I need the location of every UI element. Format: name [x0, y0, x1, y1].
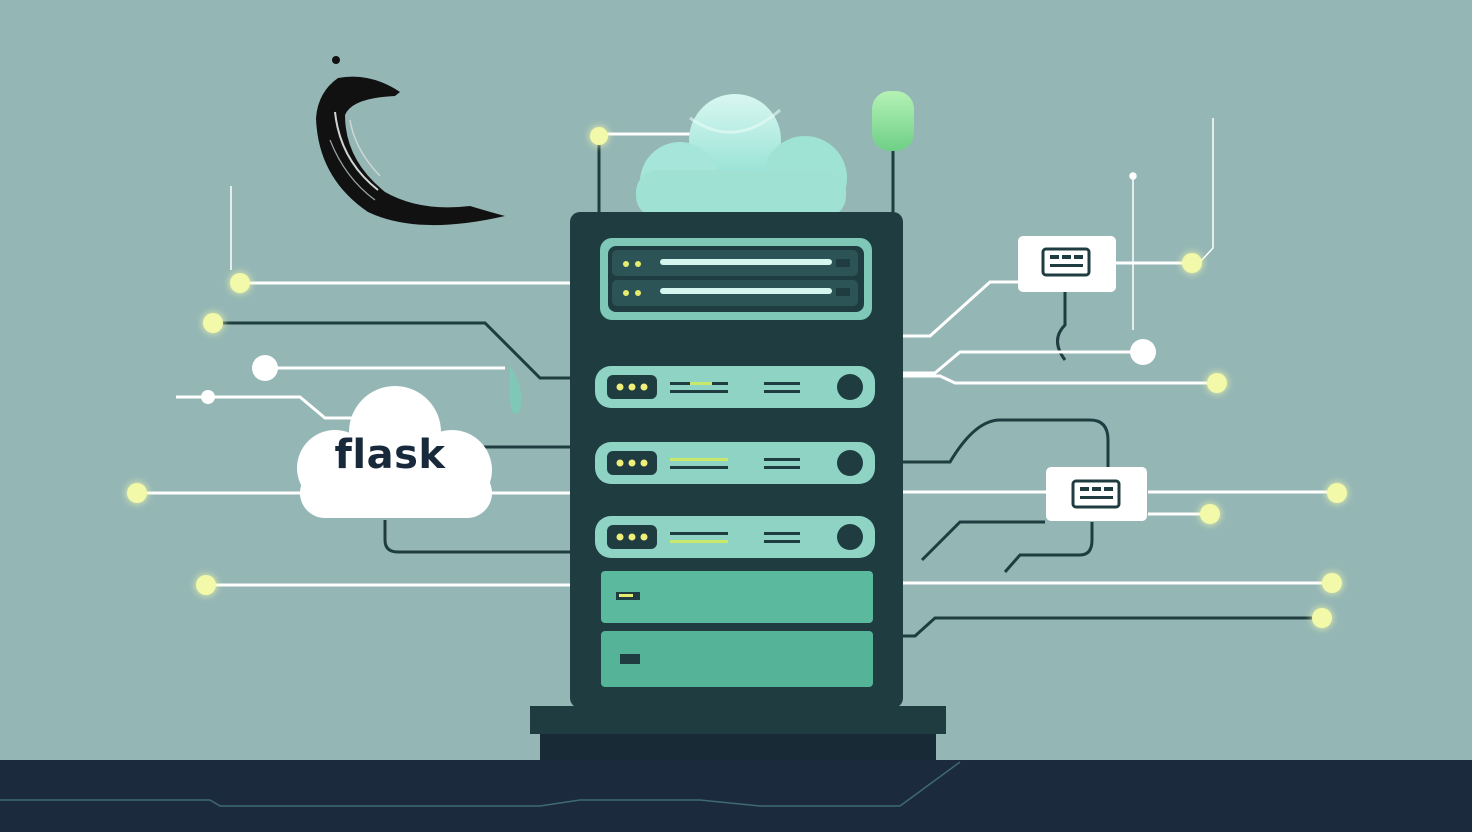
- network-card-icon: [1046, 467, 1147, 521]
- flask-cloud: [297, 386, 492, 518]
- glowing-node-icon: [203, 313, 223, 333]
- server-unit-icon: [600, 238, 872, 320]
- antenna-icon: [872, 91, 914, 151]
- glowing-node-icon: [1312, 608, 1332, 628]
- glowing-node-icon: [1207, 373, 1227, 393]
- glowing-node-icon: [196, 575, 216, 595]
- flask-wordmark: flask: [334, 432, 446, 478]
- background-lines: [230, 118, 1214, 330]
- drip: [509, 366, 522, 414]
- white-nodes: [201, 339, 1156, 404]
- right-wires: [903, 261, 1337, 638]
- glowing-node-icon: [1182, 253, 1202, 273]
- glowing-node-icon: [127, 483, 147, 503]
- glowing-node-icon: [1200, 504, 1220, 524]
- cloud-icon: [636, 94, 847, 222]
- flask-horn-icon: [316, 56, 505, 226]
- storage-bay: [601, 571, 873, 623]
- storage-bay: [601, 631, 873, 687]
- server-unit-icon: [595, 442, 875, 484]
- glowing-node-icon: [590, 127, 608, 145]
- server-rack: [570, 212, 903, 708]
- floor: [0, 760, 1472, 832]
- rack-base: [530, 706, 946, 760]
- glowing-nodes: [127, 127, 1347, 628]
- server-unit-icon: [595, 366, 875, 408]
- glowing-node-icon: [230, 273, 250, 293]
- glowing-node-icon: [1327, 483, 1347, 503]
- server-unit-icon: [595, 516, 875, 558]
- glowing-node-icon: [1322, 573, 1342, 593]
- network-card-icon: [1018, 236, 1116, 292]
